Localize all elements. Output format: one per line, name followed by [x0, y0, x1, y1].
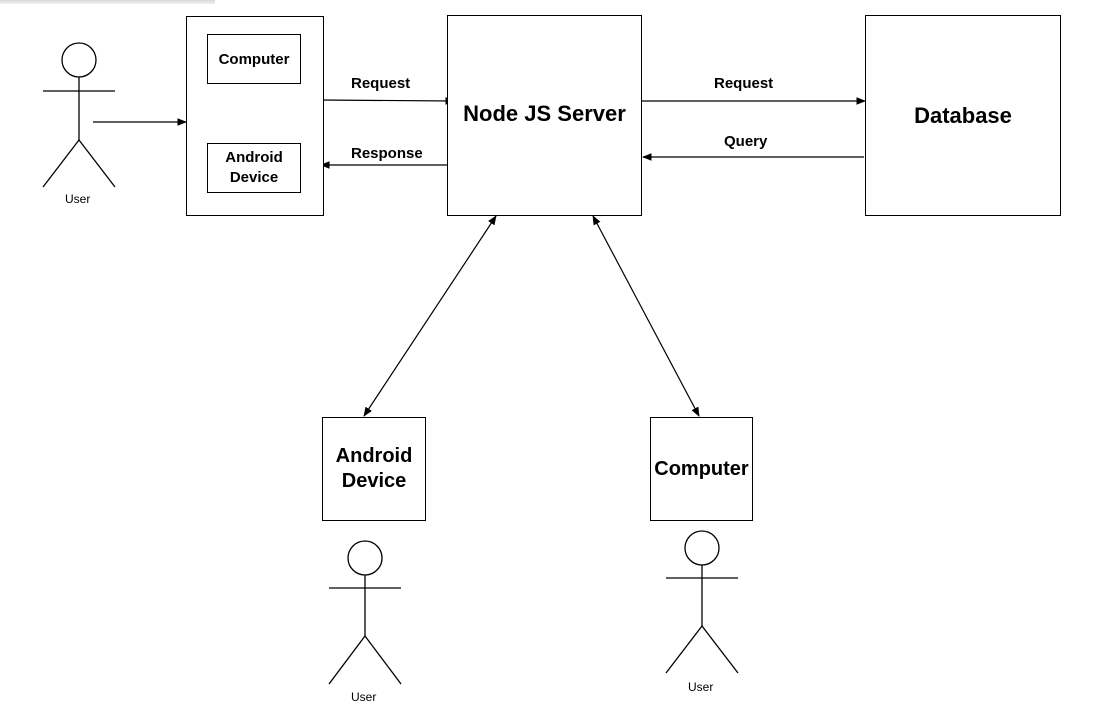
- server-computer-bidirectional-arrow: [592, 215, 700, 417]
- server-android-bidirectional-arrow: [363, 215, 497, 417]
- user-label-bottom-left: User: [351, 690, 377, 704]
- user-actor-top-left: [42, 42, 116, 188]
- user-actor-bottom-left: [328, 540, 402, 685]
- database-label: Database: [914, 102, 1012, 128]
- server-box: Node JS Server: [447, 15, 642, 216]
- user-label-bottom-right: User: [688, 680, 714, 694]
- user-actor-bottom-right: [665, 530, 739, 674]
- client-to-server-arrow: [318, 97, 455, 105]
- database-box: Database: [865, 15, 1061, 216]
- computer-box: Computer: [650, 417, 753, 521]
- client-computer-label: Computer: [218, 50, 290, 68]
- computer-label: Computer: [654, 457, 749, 480]
- client-computer-box: Computer: [207, 34, 301, 84]
- android-device-label: Android Device: [335, 445, 413, 492]
- client-android-label: Android Device: [225, 148, 283, 186]
- database-to-server-label: Query: [724, 133, 768, 150]
- window-top-edge: [0, 0, 215, 4]
- client-to-server-label: Request: [351, 75, 411, 92]
- user-label-top-left: User: [65, 192, 91, 206]
- server-to-database-label: Request: [714, 75, 774, 92]
- android-device-box: Android Device: [322, 417, 426, 521]
- server-to-client-label: Response: [351, 145, 423, 162]
- server-label: Node JS Server: [463, 101, 626, 126]
- client-android-box: Android Device: [207, 143, 301, 193]
